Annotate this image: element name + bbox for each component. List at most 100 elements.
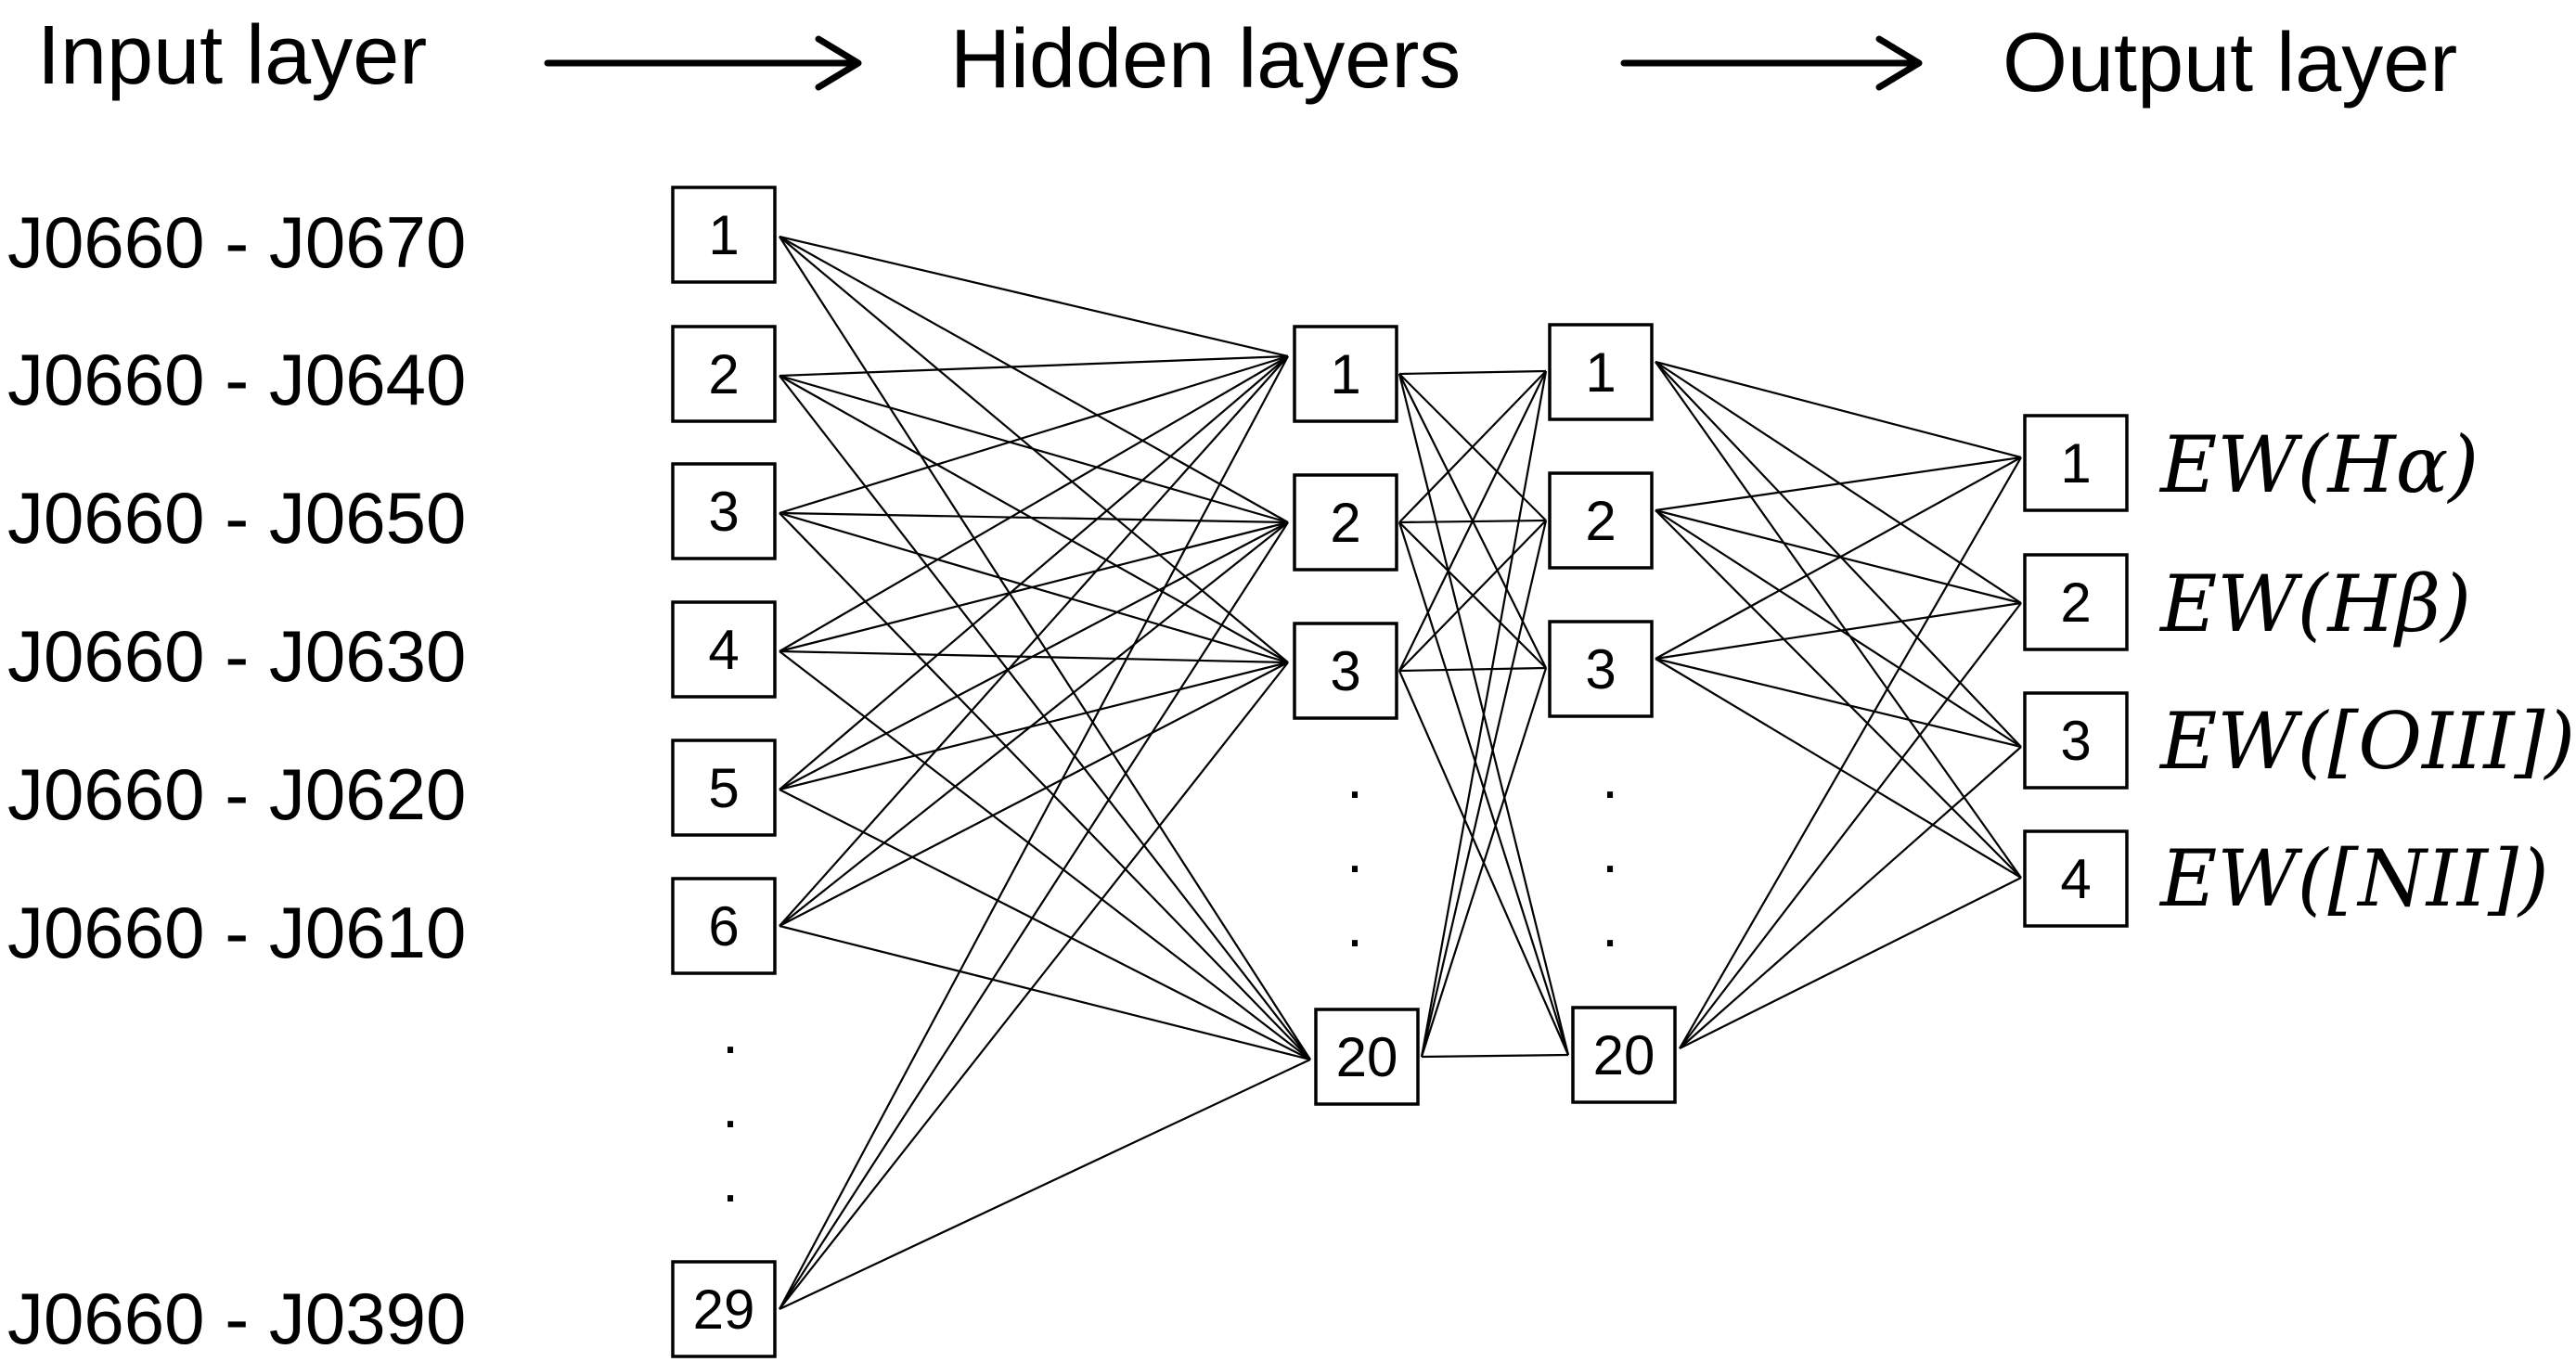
connection-line	[1655, 658, 2022, 879]
connection-line	[779, 355, 1289, 790]
connection-line	[1421, 1053, 1569, 1059]
input-nodes: 1 2 3 4 5 6 29	[671, 186, 777, 1358]
svg-text:1: 1	[2060, 432, 2091, 495]
svg-text:29: 29	[693, 1278, 755, 1341]
ellipsis-hidden-2: . . .	[1602, 744, 1618, 959]
hidden-layer-2-nodes: 1 2 3 20	[1548, 323, 1677, 1104]
svg-text:1: 1	[1585, 341, 1616, 404]
svg-text:2: 2	[2060, 572, 2091, 634]
svg-text:4: 4	[708, 619, 739, 681]
svg-text:6: 6	[708, 895, 739, 957]
input-layer-header: Input layer	[37, 9, 427, 102]
connection-line	[779, 354, 1289, 378]
output-label: EW(Hβ)	[2158, 559, 2471, 649]
svg-text:1: 1	[708, 204, 739, 266]
input-label: J0660 - J0640	[7, 339, 466, 420]
output-label: EW(Hα)	[2158, 419, 2479, 510]
svg-text:3: 3	[2060, 710, 2091, 772]
input-label: J0660 - J0650	[7, 477, 466, 559]
svg-text:2: 2	[1330, 492, 1360, 554]
connection-line	[779, 511, 1289, 524]
connection-line	[1655, 361, 2022, 879]
svg-text:3: 3	[708, 481, 739, 543]
connection-line	[1420, 370, 1548, 1058]
input-node: 6	[671, 877, 777, 975]
hidden-layers-header: Hidden layers	[950, 13, 1461, 106]
connection-line	[1398, 520, 1547, 672]
connection-line	[779, 662, 1289, 927]
connection-line	[1679, 877, 2022, 1049]
connection-lines	[779, 235, 2022, 1310]
hidden-node: 1	[1293, 325, 1398, 423]
connection-line	[1398, 369, 1547, 376]
connection-line	[779, 236, 1311, 1060]
input-node: 4	[671, 600, 777, 699]
connection-line	[1398, 666, 1547, 673]
connection-line	[1679, 456, 2022, 1049]
input-label: J0660 - J0630	[7, 615, 466, 697]
ellipsis-input: . . .	[722, 999, 739, 1214]
connection-line	[1398, 370, 1547, 672]
connection-line	[1655, 509, 2022, 748]
connection-line	[779, 650, 1311, 1060]
svg-text:5: 5	[708, 757, 739, 819]
output-node: 1	[2023, 414, 2129, 512]
connection-line	[779, 521, 1289, 790]
hidden-node: 3	[1548, 620, 1654, 718]
input-node: 5	[671, 739, 777, 837]
svg-text:.: .	[1346, 893, 1363, 959]
hidden-node: 2	[1293, 473, 1398, 572]
hidden-node: 20	[1314, 1008, 1420, 1106]
svg-text:.: .	[722, 1073, 739, 1140]
input-label: J0660 - J0610	[7, 892, 466, 973]
input-label: J0660 - J0670	[7, 201, 466, 283]
connection-line	[1655, 509, 2022, 879]
hidden-node: 2	[1548, 471, 1654, 570]
svg-text:3: 3	[1330, 640, 1360, 702]
hidden-layer-1-nodes: 1 2 3 20	[1293, 325, 1420, 1106]
svg-text:4: 4	[2060, 848, 2091, 910]
connection-line	[1679, 746, 2022, 1049]
input-node: 1	[671, 186, 777, 284]
connection-line	[779, 521, 1289, 1310]
connection-line	[779, 375, 1289, 663]
connection-line	[1655, 360, 2022, 459]
svg-text:.: .	[1602, 744, 1618, 811]
svg-text:.: .	[1602, 893, 1618, 959]
svg-text:1: 1	[1330, 343, 1360, 405]
connection-line	[779, 512, 1311, 1060]
connection-line	[779, 375, 1311, 1060]
connection-line	[779, 520, 1289, 653]
svg-text:.: .	[1346, 744, 1363, 811]
connection-line	[1655, 456, 2022, 660]
hidden-node: 1	[1548, 323, 1654, 421]
output-node: 4	[2023, 829, 2129, 928]
connection-line	[779, 355, 1289, 652]
svg-text:.: .	[1346, 818, 1363, 885]
input-node: 3	[671, 462, 777, 560]
connection-line	[1655, 456, 2022, 512]
connection-line	[779, 1059, 1311, 1310]
hidden-node: 3	[1293, 622, 1398, 720]
input-label: J0660 - J0620	[7, 753, 466, 835]
svg-text:20: 20	[1336, 1026, 1398, 1088]
ellipsis-hidden-1: . . .	[1346, 744, 1363, 959]
connection-line	[779, 661, 1289, 791]
svg-text:.: .	[722, 1148, 739, 1214]
input-node: 29	[671, 1260, 777, 1358]
svg-text:3: 3	[1585, 638, 1616, 700]
connection-line	[779, 354, 1289, 515]
connection-line	[779, 355, 1289, 927]
connection-line	[779, 236, 1289, 523]
input-node: 2	[671, 325, 777, 423]
connection-line	[779, 355, 1289, 1310]
output-nodes: 1 2 3 4	[2023, 414, 2129, 928]
arrow-right-icon	[1620, 35, 1923, 91]
connection-line	[1398, 370, 1547, 523]
connection-line	[1655, 601, 2022, 661]
svg-text:2: 2	[1585, 490, 1616, 552]
connection-line	[779, 521, 1289, 927]
connection-line	[1655, 657, 2022, 749]
hidden-node: 20	[1571, 1006, 1677, 1104]
